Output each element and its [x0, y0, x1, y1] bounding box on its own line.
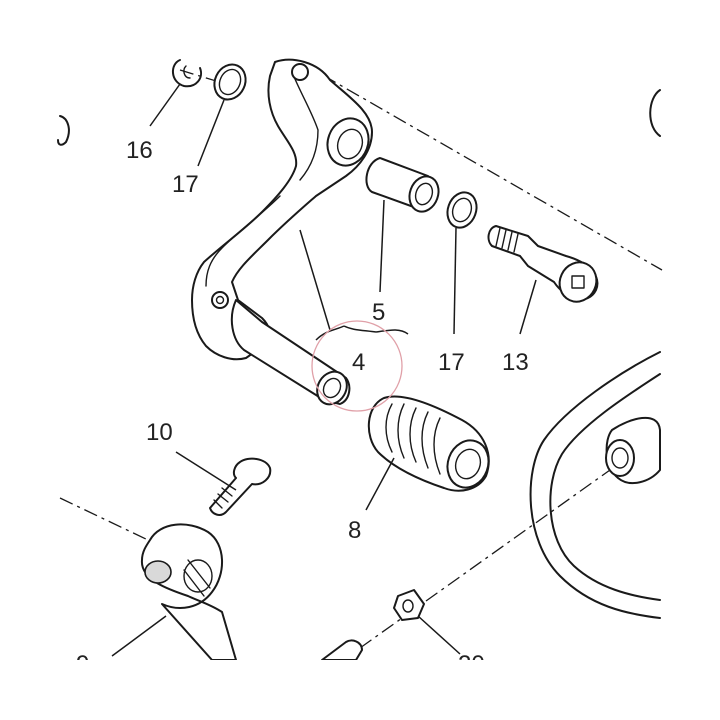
callout-16: 16 — [126, 137, 153, 164]
part-10-bolt — [209, 457, 272, 516]
callout-17-top: 17 — [172, 171, 199, 198]
part-5-bushing — [365, 157, 440, 213]
right-edge-fragment — [649, 89, 661, 137]
highlight-circle — [311, 320, 403, 412]
callout-5: 5 — [372, 299, 385, 326]
callout-13: 13 — [502, 349, 529, 376]
part-16-clip — [172, 59, 202, 88]
callout-17-middle: 17 — [438, 349, 465, 376]
gear-lever-arm — [191, 58, 373, 406]
shift-linkage-rod — [529, 351, 661, 619]
callout-4: 4 — [352, 349, 365, 376]
part-17-washer-top — [213, 63, 247, 101]
leader-lines — [111, 83, 537, 657]
part-20-nut — [393, 589, 425, 621]
left-edge-fragment — [57, 115, 70, 146]
part-8-rubber-grip — [367, 395, 490, 492]
part-17-washer-middle — [446, 191, 478, 229]
callout-10: 10 — [146, 419, 173, 446]
bottom-bolt-fragment — [321, 639, 363, 661]
bottom-mask — [0, 660, 720, 720]
callout-8: 8 — [348, 517, 361, 544]
part-13-shoulder-bolt — [487, 225, 599, 303]
part-9-pivot-arm — [140, 523, 237, 661]
